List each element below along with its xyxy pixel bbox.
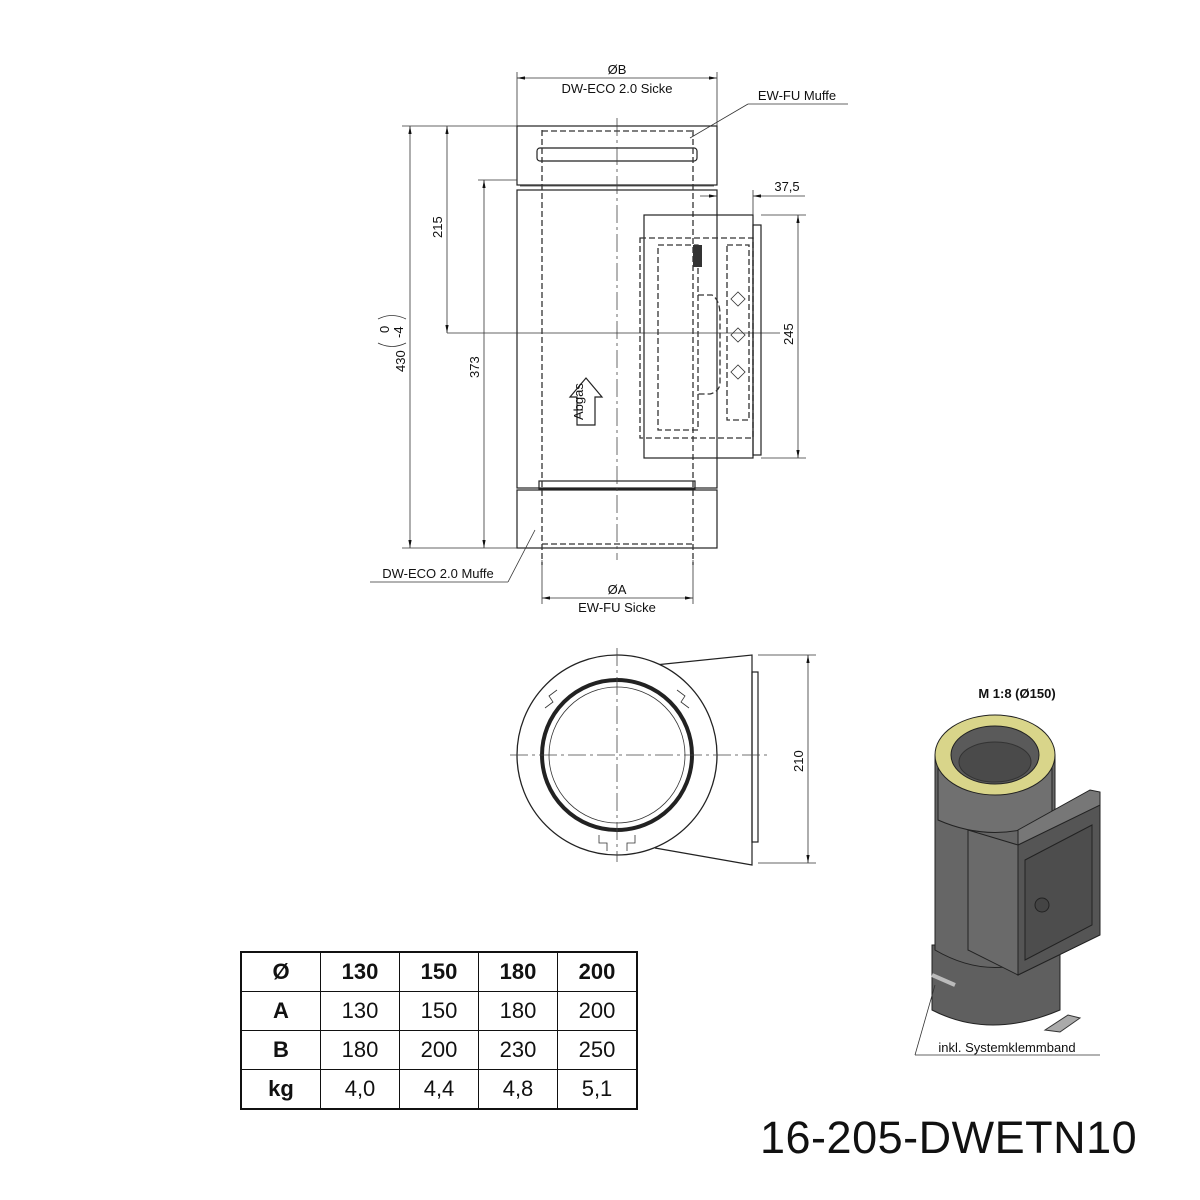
table-cell: Ø xyxy=(240,951,321,992)
table-cell: 4,0 xyxy=(320,1069,400,1110)
scale-label: M 1:8 (Ø150) xyxy=(978,686,1055,701)
dim-245: 245 xyxy=(781,323,796,345)
dim-430-tol-upper: 0 xyxy=(377,326,392,333)
table-cell: 150 xyxy=(399,991,479,1031)
clamp-band xyxy=(1043,1014,1082,1033)
table-cell: 180 xyxy=(320,1030,400,1070)
clamp-label: inkl. Systemklemmband xyxy=(938,1040,1075,1055)
hinge xyxy=(693,245,702,267)
dim-373: 373 xyxy=(467,356,482,378)
product-render: M 1:8 (Ø150) inkl. Systemklemmband xyxy=(914,686,1101,1056)
table-cell: 4,4 xyxy=(399,1069,479,1110)
table-cell: kg xyxy=(240,1069,321,1110)
flow-arrow-icon: Abgas xyxy=(568,377,604,426)
dimension-table: Ø 130 150 180 200 A 130 150 180 200 B 18… xyxy=(240,951,638,1110)
top-view: 210 xyxy=(510,648,816,866)
dim-a-label: ØA xyxy=(608,582,627,597)
table-row: kg 4,0 4,4 4,8 5,1 xyxy=(240,1069,638,1110)
side-view: Abgas ØB DW-ECO 2.0 Sicke EW-FU Muffe 37… xyxy=(370,62,848,615)
muffe-bottom-label: DW-ECO 2.0 Muffe xyxy=(382,566,494,581)
dim-b-label: ØB xyxy=(608,62,627,77)
table-cell: 200 xyxy=(399,1030,479,1070)
table-cell: 200 xyxy=(557,991,638,1031)
table-cell: 130 xyxy=(320,951,400,992)
table-cell: A xyxy=(240,991,321,1031)
table-cell: 4,8 xyxy=(478,1069,558,1110)
table-cell: 230 xyxy=(478,1030,558,1070)
table-header-row: Ø 130 150 180 200 xyxy=(240,951,638,992)
dim-430-tol-lower: -4 xyxy=(391,326,406,338)
table-row: B 180 200 230 250 xyxy=(240,1030,638,1070)
dim-offset: 37,5 xyxy=(774,179,799,194)
table-cell: 130 xyxy=(320,991,400,1031)
screw-marks xyxy=(730,291,746,380)
table-cell: 150 xyxy=(399,951,479,992)
flow-label: Abgas xyxy=(571,383,586,420)
door xyxy=(1024,824,1093,961)
dim-215: 215 xyxy=(430,216,445,238)
dim-a-caption: EW-FU Sicke xyxy=(578,600,656,615)
table-cell: 200 xyxy=(557,951,638,992)
table-cell: 5,1 xyxy=(557,1069,638,1110)
part-number: 16-205-DWETN10 xyxy=(760,1112,1138,1163)
table-cell: 180 xyxy=(478,991,558,1031)
dim-210: 210 xyxy=(791,750,806,772)
muffe-top-label: EW-FU Muffe xyxy=(758,88,836,103)
dim-b-caption: DW-ECO 2.0 Sicke xyxy=(561,81,672,96)
table-cell: 180 xyxy=(478,951,558,992)
table-cell: B xyxy=(240,1030,321,1070)
dim-430: 430 xyxy=(393,350,408,372)
table-cell: 250 xyxy=(557,1030,638,1070)
door-outline xyxy=(639,237,754,439)
table-row: A 130 150 180 200 xyxy=(240,991,638,1031)
